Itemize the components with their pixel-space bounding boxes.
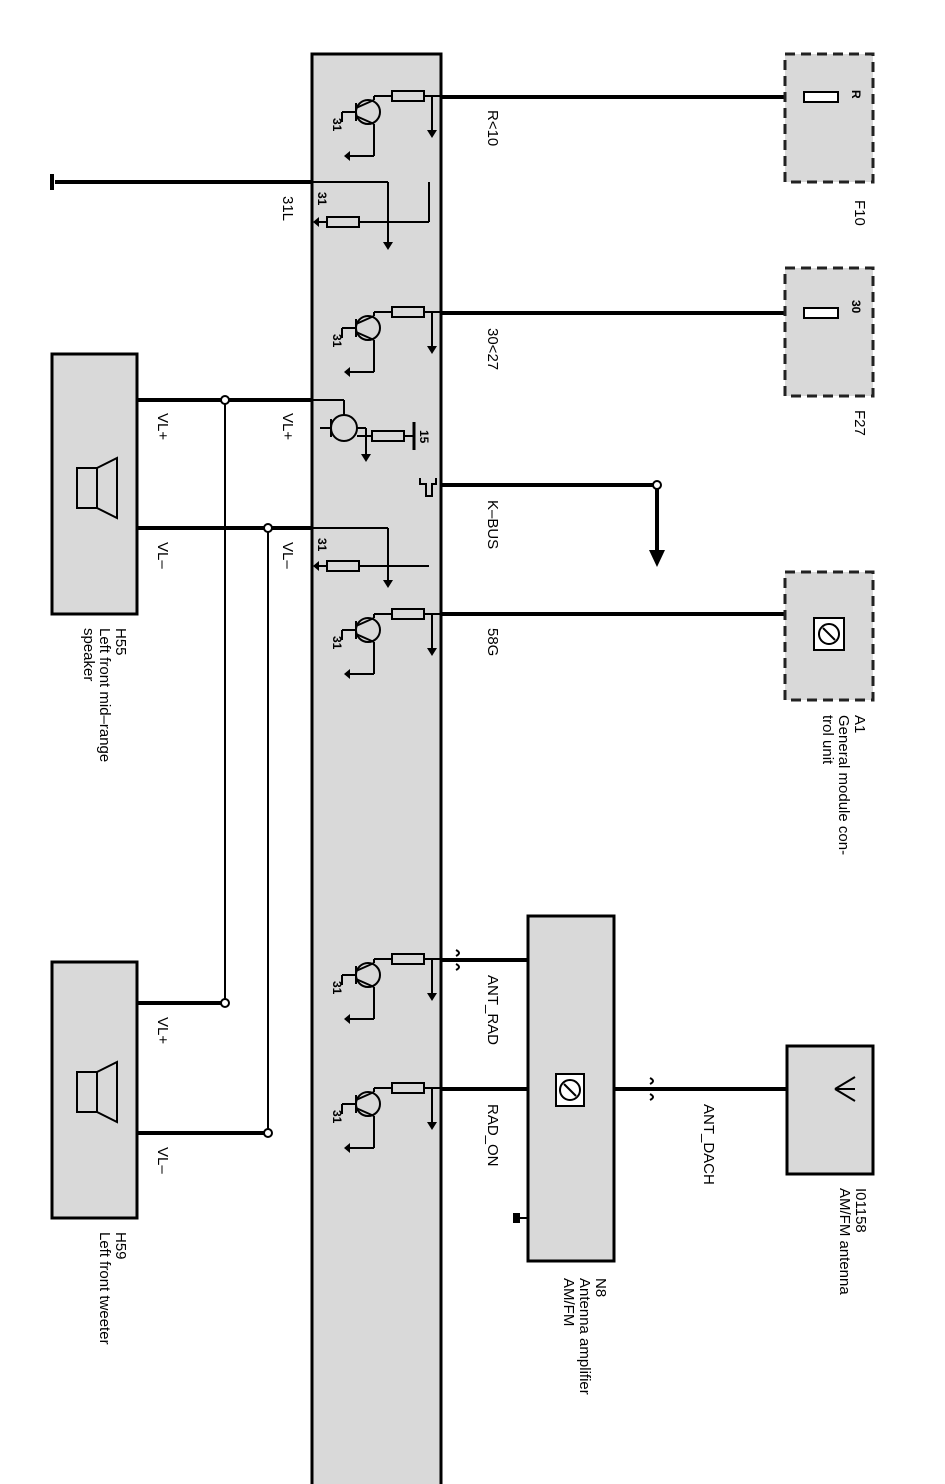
wire-label-ant-rad: ANT_RAD [484,975,501,1045]
pin-31: 31 [330,334,344,348]
f10-label: F10 [851,200,868,226]
wire-label-rad-on: RAD_ON [484,1104,501,1167]
pulldown-31l [312,181,430,250]
module-vl-plus: VL+ [279,413,296,440]
tweeter-icon [76,1060,118,1124]
control-unit-icon [818,623,840,645]
h55-vl-plus: VL+ [154,413,171,440]
n8-id-label: N8 [592,1278,609,1297]
wire-label-kbus: K–BUS [484,500,501,549]
fuse-f10-icon [803,91,839,103]
h55-name-line2: speaker [80,628,97,681]
fuse-f27-box [783,266,875,398]
fuse-f27-icon [803,307,839,319]
radio-module-box [310,52,443,1484]
antenna-icon [834,1076,856,1102]
h55-name-line1: Left front mid–range [96,628,113,762]
f10-pin-label: R [849,90,863,99]
kbus-symbol [419,478,437,497]
pin-31: 31 [330,636,344,650]
antenna-name-label: AM/FM antenna [836,1188,853,1295]
module-vl-minus: VL– [279,542,296,569]
pin-31: 31 [315,538,329,552]
pin-31: 31 [315,192,329,206]
speaker-icon [76,456,118,520]
antenna-box [785,1044,875,1176]
pin-31: 31 [330,981,344,995]
wire-label-31l: 31L [279,196,296,221]
h59-vl-plus: VL+ [154,1017,171,1044]
pin-15: 15 [417,430,431,444]
pin-31: 31 [330,1110,344,1124]
amplifier-icon [559,1079,581,1101]
h59-name-label: Left front tweeter [96,1232,113,1345]
wire-label-3027: 30<27 [484,328,501,370]
f27-pin-label: 30 [849,300,863,314]
wire-label-r10: R<10 [484,110,501,146]
midrange-speaker-box [50,352,139,616]
h55-vl-minus: VL– [154,542,171,569]
n8-name-line2: AM/FM [560,1278,577,1326]
wire-label-58g: 58G [484,628,501,656]
h55-id-label: H55 [112,628,129,656]
tweeter-box [50,960,139,1220]
a1-name-line2: trol unit [819,715,836,765]
h59-vl-minus: VL– [154,1147,171,1174]
n8-name-line1: Antenna amplifier [576,1278,593,1395]
f27-label: F27 [851,410,868,436]
antenna-id-label: I01158 [852,1188,869,1233]
wire-label-ant-dach: ANT_DACH [700,1104,717,1185]
pulldown-vl-minus [312,527,430,588]
driver-vl-plus [312,399,416,462]
a1-name-line1: General module con- [835,715,852,855]
pin-31: 31 [330,118,344,132]
a1-label: A1 [851,715,868,733]
h59-id-label: H59 [112,1232,129,1260]
fuse-f10-box [783,52,875,184]
